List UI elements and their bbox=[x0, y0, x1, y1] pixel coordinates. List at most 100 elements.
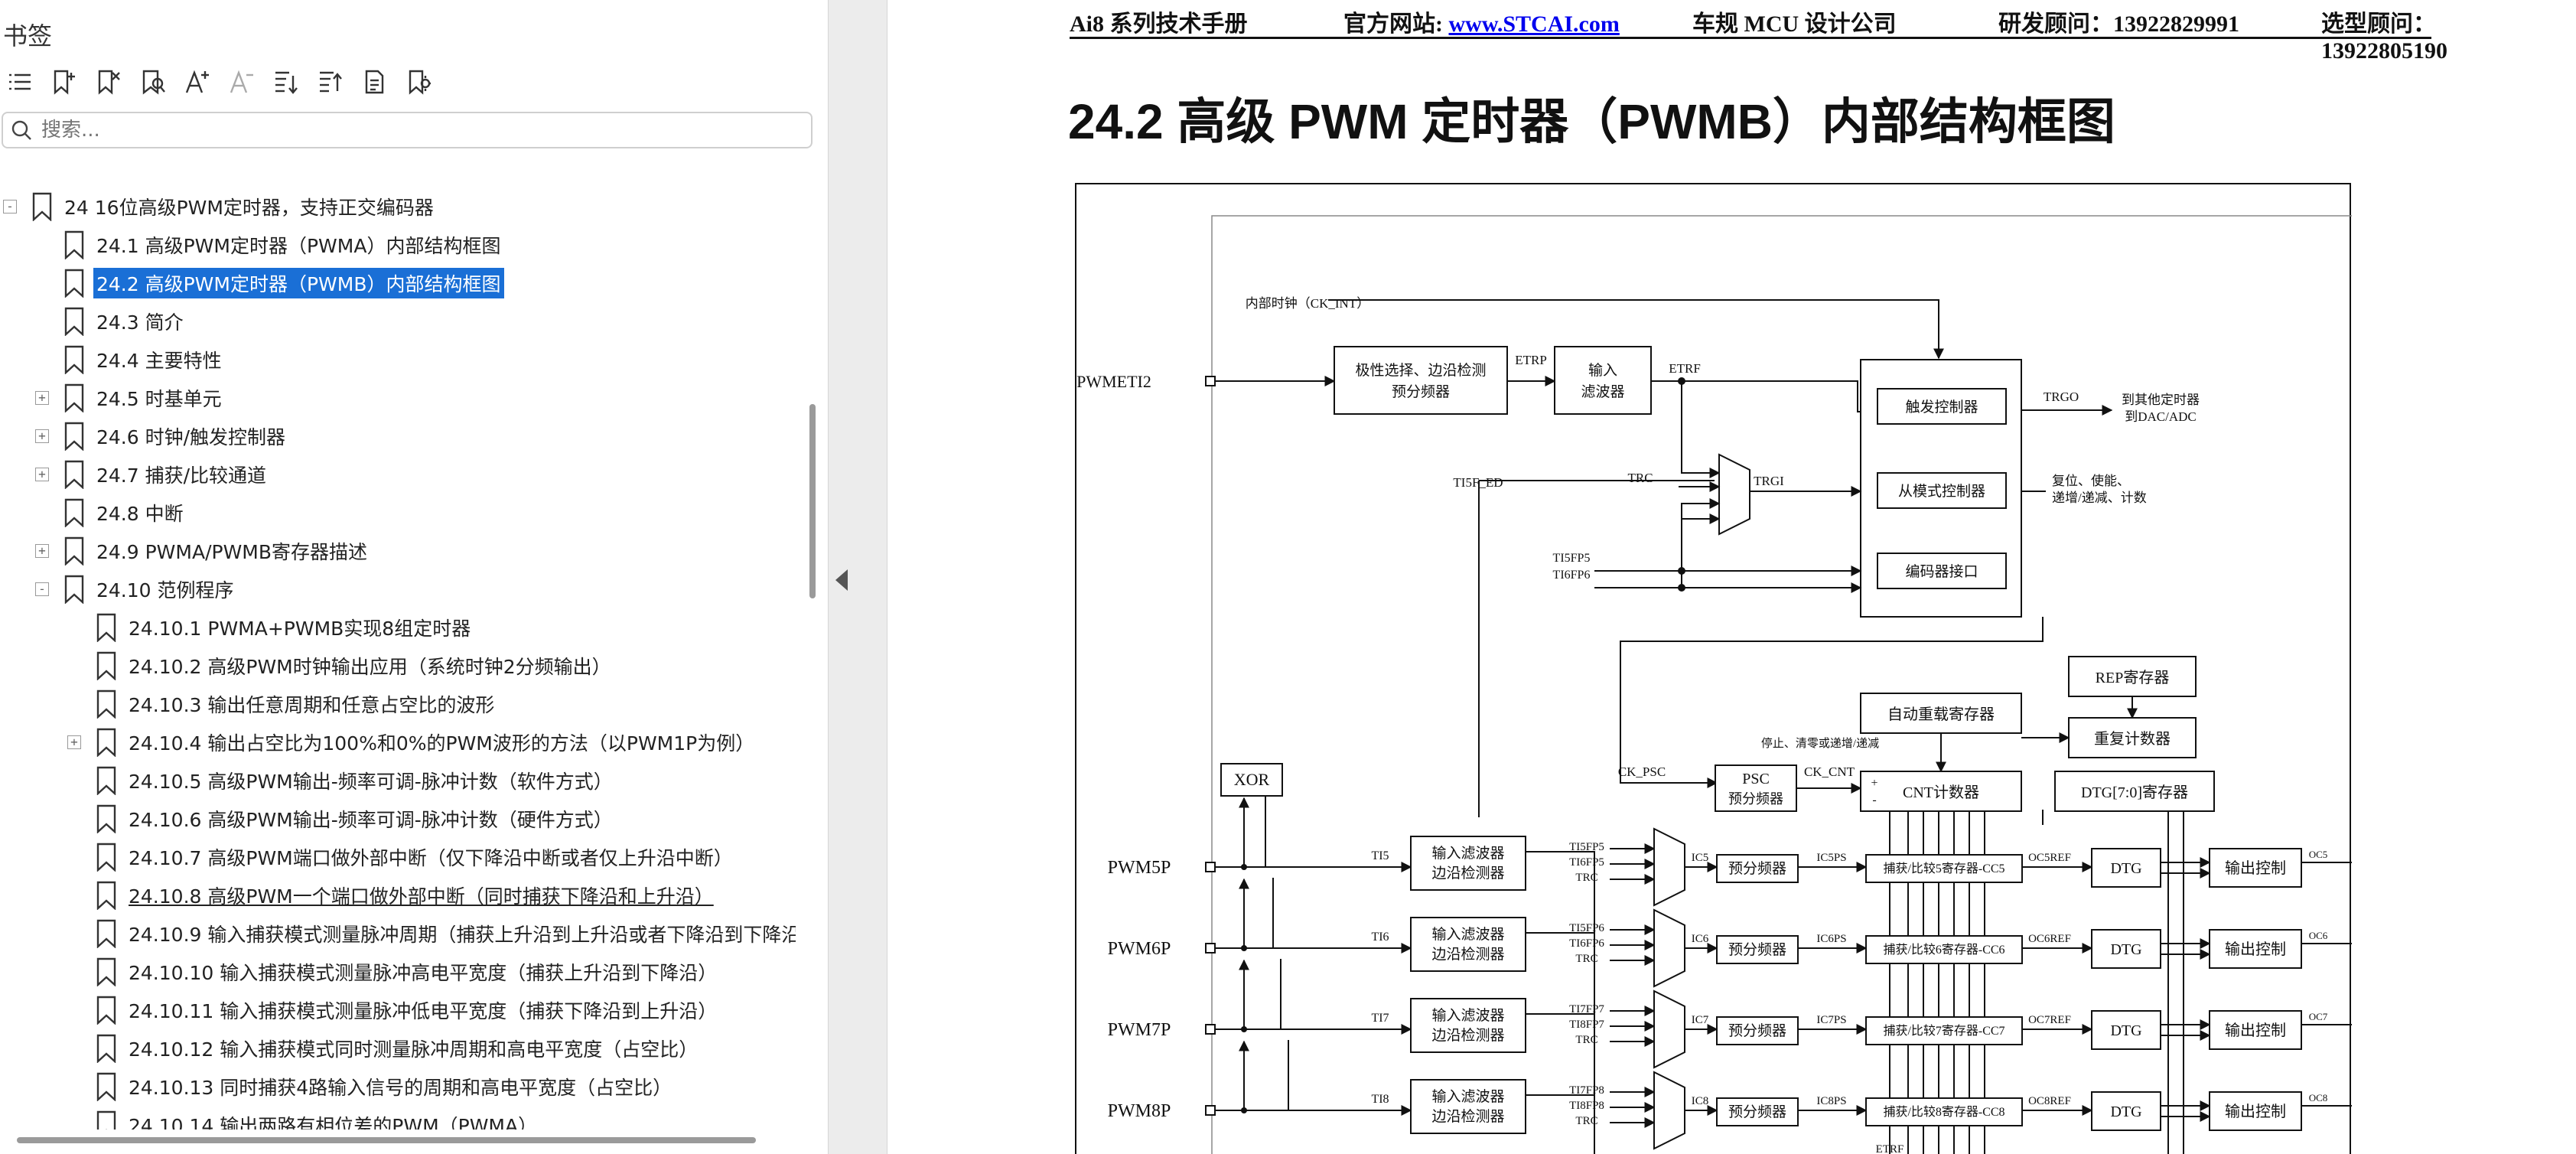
diagram-box bbox=[1865, 1016, 2023, 1045]
diagram-label: TRC bbox=[1575, 953, 1597, 965]
bookmark-item[interactable]: 24.10.8 高级PWM一个端口做外部中断（同时捕获下降沿和上升沿） bbox=[67, 877, 717, 914]
expand-icon[interactable]: + bbox=[35, 468, 49, 481]
diagram-label: TI7FP8 bbox=[1569, 1084, 1604, 1097]
channel-6 bbox=[1205, 878, 2352, 1015]
diagram-line bbox=[1526, 851, 1595, 934]
tree-spacer bbox=[35, 276, 49, 290]
find-bookmark-icon[interactable] bbox=[136, 65, 170, 99]
diagram-label: PSC bbox=[1742, 771, 1770, 787]
bookmark-item[interactable]: 24.10.12 输入捕获模式同时测量脉冲周期和高电平宽度（占空比） bbox=[67, 1030, 701, 1067]
diagram-label: 到其他定时器 bbox=[2122, 393, 2200, 407]
bookmark-item[interactable]: 24.10.5 高级PWM输出-频率可调-脉冲计数（软件方式） bbox=[67, 762, 616, 799]
bookmark-item[interactable]: -24.10 范例程序 bbox=[35, 571, 237, 608]
bookmark-settings-icon[interactable] bbox=[402, 65, 436, 99]
bookmark-item[interactable]: +24.7 捕获/比较通道 bbox=[35, 456, 269, 493]
vertical-scrollbar[interactable] bbox=[809, 404, 816, 598]
collapse-all-icon[interactable] bbox=[314, 65, 347, 99]
diagram-label: 边沿检测器 bbox=[1431, 1027, 1504, 1044]
diagram-label: XOR bbox=[1234, 770, 1270, 789]
bookmark-item[interactable]: 24.10.14 输出两路有相位差的PWM（PWMA） bbox=[67, 1107, 540, 1130]
bookmark-label: 24.8 中断 bbox=[96, 503, 184, 525]
bookmark-icon bbox=[64, 345, 84, 374]
collapse-panel-icon[interactable] bbox=[831, 565, 854, 595]
bookmark-item[interactable]: 24.10.1 PWMA+PWMB实现8组定时器 bbox=[67, 609, 474, 646]
expand-icon[interactable]: + bbox=[67, 735, 81, 749]
list-view-icon[interactable] bbox=[3, 65, 37, 99]
bookmark-item[interactable]: 24.10.6 高级PWM输出-频率可调-脉冲计数（硬件方式） bbox=[67, 800, 616, 837]
bookmark-item[interactable]: 24.10.9 输入捕获模式测量脉冲周期（捕获上升沿到上升沿或者下降沿到下降沿） bbox=[67, 915, 796, 952]
diagram-box bbox=[1716, 935, 1799, 964]
website-link[interactable]: www.STCAI.com bbox=[1448, 11, 1620, 37]
diagram-label: DTG bbox=[2110, 1103, 2141, 1120]
expand-all-icon[interactable] bbox=[269, 65, 303, 99]
diagram-label: - bbox=[1872, 794, 1876, 807]
bookmark-icon bbox=[64, 307, 84, 336]
panel-title: 书签 bbox=[3, 21, 53, 51]
bookmark-icon bbox=[96, 843, 116, 872]
diagram-label: 预分频器 bbox=[1728, 1022, 1786, 1039]
diagram-label: 递增/递减、计数 bbox=[2052, 491, 2147, 505]
diagram-label: IC7 bbox=[1692, 1014, 1709, 1026]
tree-spacer bbox=[67, 850, 81, 864]
collapse-icon[interactable]: - bbox=[3, 200, 17, 214]
collapse-icon[interactable]: - bbox=[35, 582, 49, 596]
delete-bookmark-icon[interactable] bbox=[92, 65, 125, 99]
bookmark-label: 24.10.2 高级PWM时钟输出应用（系统时钟2分频输出） bbox=[129, 656, 611, 678]
bookmark-item[interactable]: -24 16位高级PWM定时器，支持正交编码器 bbox=[3, 188, 437, 225]
bookmark-item[interactable]: 24.1 高级PWM定时器（PWMA）内部结构框图 bbox=[35, 227, 503, 263]
diagram-label: 输出控制 bbox=[2225, 1103, 2286, 1120]
bookmark-label: 24.5 时基单元 bbox=[96, 388, 222, 410]
font-larger-icon[interactable] bbox=[181, 65, 214, 99]
bookmark-label: 24.1 高级PWM定时器（PWMA）内部结构框图 bbox=[96, 235, 501, 257]
bookmark-item[interactable]: 24.10.7 高级PWM端口做外部中断（仅下降沿中断或者仅上升沿中断） bbox=[67, 839, 736, 875]
diagram-box bbox=[1220, 763, 1283, 797]
diagram-box bbox=[1877, 388, 2007, 425]
font-smaller-icon[interactable] bbox=[225, 65, 259, 99]
bookmark-icon bbox=[64, 575, 84, 604]
bookmark-icon bbox=[96, 957, 116, 986]
bookmark-label: 24.10.9 输入捕获模式测量脉冲周期（捕获上升沿到上升沿或者下降沿到下降沿） bbox=[129, 924, 796, 946]
tree-spacer bbox=[67, 774, 81, 787]
bookmark-icon bbox=[96, 881, 116, 910]
channel-input-pin: PWM8P bbox=[1108, 1101, 1171, 1121]
diagram-label: TI8 bbox=[1371, 1093, 1389, 1106]
bookmark-item[interactable]: +24.6 时钟/触发控制器 bbox=[35, 418, 288, 455]
bookmark-item[interactable]: 24.10.11 输入捕获模式测量脉冲低电平宽度（捕获下降沿到上升沿） bbox=[67, 992, 720, 1028]
search-input[interactable] bbox=[40, 118, 777, 142]
bookmark-properties-icon[interactable] bbox=[358, 65, 392, 99]
panel-splitter[interactable] bbox=[828, 0, 887, 1154]
header-company: 车规 MCU 设计公司 bbox=[1692, 11, 1897, 37]
bookmark-item[interactable]: +24.9 PWMA/PWMB寄存器描述 bbox=[35, 533, 370, 569]
bookmark-item[interactable]: 24.10.13 同时捕获4路输入信号的周期和高电平宽度（占空比） bbox=[67, 1068, 675, 1105]
diagram-line bbox=[1681, 381, 1721, 478]
expand-icon[interactable]: + bbox=[35, 544, 49, 558]
bookmark-item[interactable]: 24.10.10 输入捕获模式测量脉冲高电平宽度（捕获上升沿到下降沿） bbox=[67, 954, 720, 990]
bookmark-icon bbox=[96, 613, 116, 642]
tree-spacer bbox=[35, 238, 49, 252]
bookmark-label: 24.10.3 输出任意周期和任意占空比的波形 bbox=[129, 694, 495, 716]
diagram-label: DTG bbox=[2110, 860, 2141, 877]
bookmark-item[interactable]: +24.10.4 输出占空比为100%和0%的PWM波形的方法（以PWM1P为例… bbox=[67, 724, 757, 761]
channel-5 bbox=[1205, 797, 2352, 934]
diagram-label: OC6REF bbox=[2028, 933, 2071, 945]
page-header: Ai8 系列技术手册 官方网站: www.STCAI.com 车规 MCU 设计… bbox=[1070, 5, 2447, 64]
bookmark-item[interactable]: 24.8 中断 bbox=[35, 494, 187, 531]
add-bookmark-icon[interactable] bbox=[47, 65, 81, 99]
bookmark-icon bbox=[64, 383, 84, 412]
diagram-label: IC6 bbox=[1692, 933, 1709, 945]
expand-icon[interactable]: + bbox=[35, 429, 49, 443]
bookmark-item[interactable]: 24.3 简介 bbox=[35, 303, 187, 340]
pin-marker bbox=[1205, 1105, 1216, 1116]
bookmark-item[interactable]: 24.2 高级PWM定时器（PWMB）内部结构框图 bbox=[35, 265, 504, 302]
search-box[interactable] bbox=[2, 112, 813, 148]
horizontal-scrollbar[interactable] bbox=[17, 1137, 756, 1143]
diagram-label: 边沿检测器 bbox=[1431, 946, 1504, 963]
expand-icon[interactable]: + bbox=[35, 391, 49, 405]
bookmark-tree: -24 16位高级PWM定时器，支持正交编码器 24.1 高级PWM定时器（PWM… bbox=[0, 188, 796, 1130]
bookmark-item[interactable]: 24.10.3 输出任意周期和任意占空比的波形 bbox=[67, 686, 497, 722]
diagram-label: 捕获/比较5寄存器-CC5 bbox=[1883, 862, 2004, 875]
bookmark-item[interactable]: 24.10.2 高级PWM时钟输出应用（系统时钟2分频输出） bbox=[67, 647, 614, 684]
bookmark-item[interactable]: +24.5 时基单元 bbox=[35, 380, 225, 416]
bookmark-item[interactable]: 24.4 主要特性 bbox=[35, 341, 225, 378]
pin-marker bbox=[1205, 376, 1216, 386]
